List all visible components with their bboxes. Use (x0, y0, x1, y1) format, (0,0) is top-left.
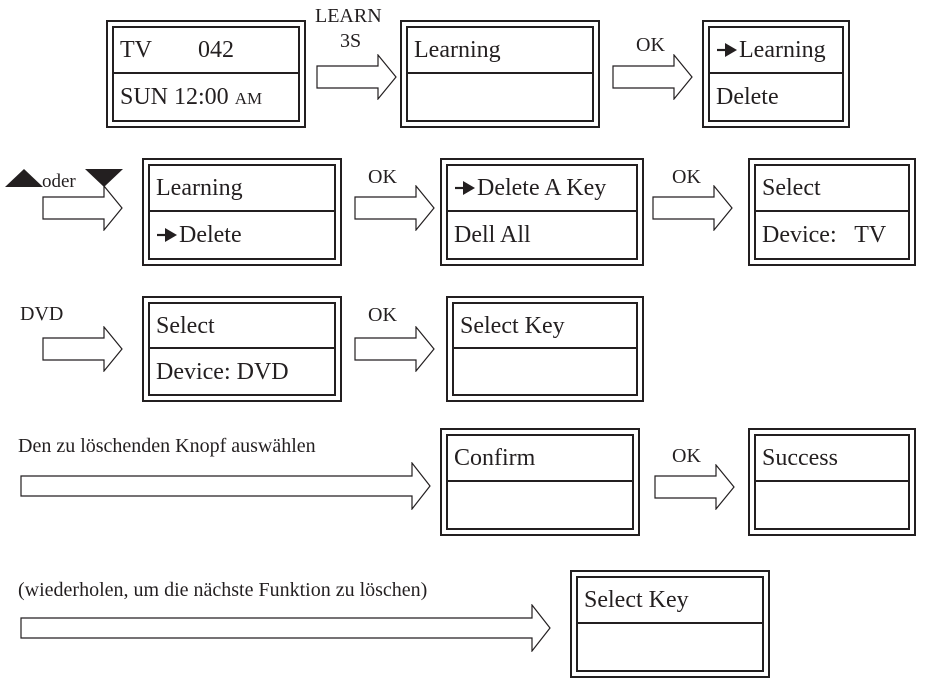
lcd-screen-delete-options: Delete A Key Dell All (440, 158, 644, 266)
screen-top-text: Select (156, 312, 215, 339)
hollow-right-arrow-icon (20, 462, 431, 510)
screen-bottom-text: Device: DVD (156, 358, 289, 385)
hollow-right-arrow-icon (612, 54, 693, 100)
screen-bottom-row (408, 74, 592, 120)
screen-bottom-text: Dell All (454, 222, 531, 248)
screen-top-text: TV (120, 37, 152, 63)
screen-bottom-text: SUN 12:00 (120, 84, 229, 110)
screen-top-text: Learning (414, 37, 501, 63)
screen-top-row: Confirm (448, 436, 632, 482)
screen-top-row: Learning (408, 28, 592, 74)
screen-top-row: Select Key (454, 304, 636, 349)
screen-top-text: Confirm (454, 445, 536, 471)
hollow-right-arrow-icon (354, 185, 435, 231)
hollow-right-arrow-icon (316, 54, 397, 100)
down-triangle-icon (85, 169, 123, 187)
screen-bottom-row: SUN 12:00 AM (114, 74, 298, 120)
ok-label: OK (672, 445, 701, 467)
lcd-screen-learning-menu: Learning Delete (702, 20, 850, 128)
screen-top-row: Success (756, 436, 908, 482)
lcd-screen-delete-selected: Learning Delete (142, 158, 342, 266)
screen-bottom-text: Device: TV (762, 222, 887, 248)
lcd-screen-select-key-repeat: Select Key (570, 570, 770, 678)
right-pointer-arrow-icon (455, 181, 475, 195)
am-suffix: AM (234, 89, 263, 108)
hollow-right-arrow-icon (42, 326, 123, 372)
screen-top-text: Select (762, 175, 821, 201)
lcd-screen-confirm: Confirm (440, 428, 640, 536)
hollow-right-arrow-icon (354, 326, 435, 372)
screen-top-row: Select (150, 304, 334, 349)
screen-bottom-row (454, 349, 636, 394)
lcd-screen-learning: Learning (400, 20, 600, 128)
screen-bottom-row: Dell All (448, 212, 636, 258)
ok-label: OK (368, 166, 397, 188)
ok-label: OK (636, 34, 665, 56)
right-pointer-arrow-icon (717, 43, 737, 57)
screen-top-text: Success (762, 445, 838, 471)
ok-label: OK (672, 166, 701, 188)
screen-top-text: Select Key (460, 312, 565, 339)
screen-top-text: Select Key (584, 587, 689, 613)
hollow-right-arrow-icon (42, 185, 123, 231)
screen-top-text: Learning (156, 175, 243, 201)
repeat-instruction: (wiederholen, um die nächste Funktion zu… (18, 579, 428, 601)
screen-top-row: Learning (150, 166, 334, 212)
hollow-right-arrow-icon (654, 464, 735, 510)
lcd-screen-select-device-dvd: Select Device: DVD (142, 296, 342, 402)
right-pointer-arrow-icon (157, 228, 177, 242)
screen-bottom-row (578, 624, 762, 670)
screen-top-text: Learning (739, 37, 826, 63)
screen-top-row: Learning (710, 28, 842, 74)
hollow-right-arrow-icon (20, 604, 551, 652)
ok-label: OK (368, 304, 397, 326)
screen-bottom-text: Delete (716, 84, 779, 110)
lcd-screen-select-key: Select Key (446, 296, 644, 402)
up-triangle-icon (5, 169, 43, 187)
screen-bottom-row (756, 482, 908, 528)
dvd-label: DVD (20, 303, 64, 325)
hollow-right-arrow-icon (652, 185, 733, 231)
screen-top-row: Select Key (578, 578, 762, 624)
learn-label: LEARN (315, 5, 382, 27)
screen-bottom-row: Delete (710, 74, 842, 120)
screen-top-row: TV 042 (114, 28, 298, 74)
oder-label: oder (42, 171, 76, 192)
screen-bottom-row: Device: TV (756, 212, 908, 258)
lcd-screen-select-device-tv: Select Device: TV (748, 158, 916, 266)
lcd-screen-success: Success (748, 428, 916, 536)
three-s-label: 3S (340, 30, 362, 52)
screen-bottom-row: Device: DVD (150, 349, 334, 394)
select-knob-instruction: Den zu löschenden Knopf auswählen (18, 435, 316, 457)
screen-bottom-text: Delete (179, 222, 242, 248)
screen-top-row: Delete A Key (448, 166, 636, 212)
screen-top-text: Delete A Key (477, 175, 607, 201)
lcd-screen-standby: TV 042 SUN 12:00 AM (106, 20, 306, 128)
channel-number: 042 (198, 37, 234, 63)
screen-bottom-row (448, 482, 632, 528)
screen-bottom-row: Delete (150, 212, 334, 258)
screen-top-row: Select (756, 166, 908, 212)
